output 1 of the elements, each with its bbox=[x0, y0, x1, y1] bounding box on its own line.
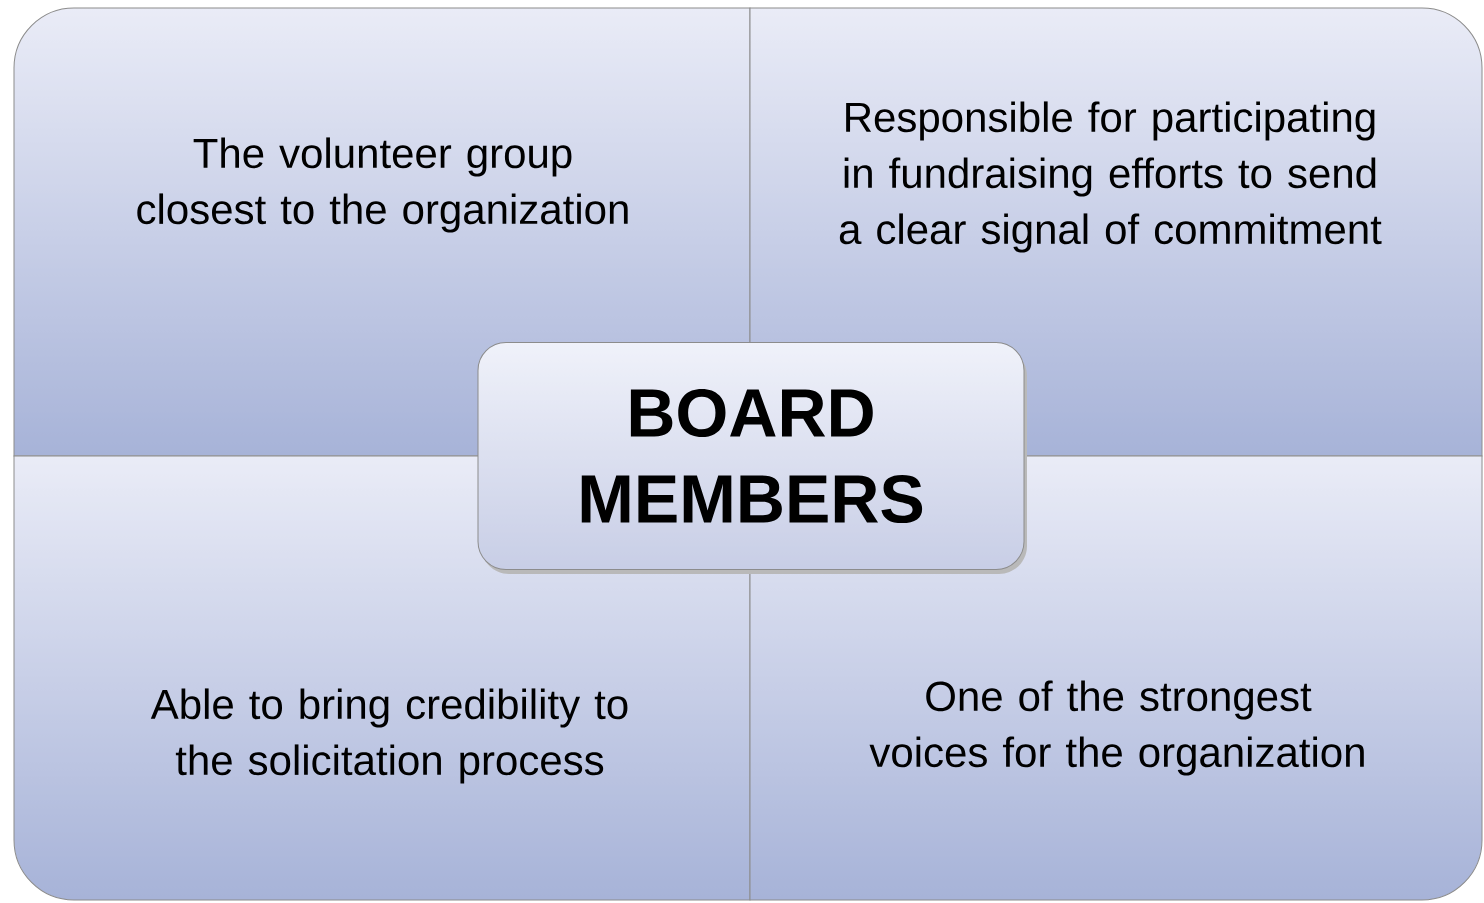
center-box: BOARD MEMBERS bbox=[477, 342, 1027, 574]
